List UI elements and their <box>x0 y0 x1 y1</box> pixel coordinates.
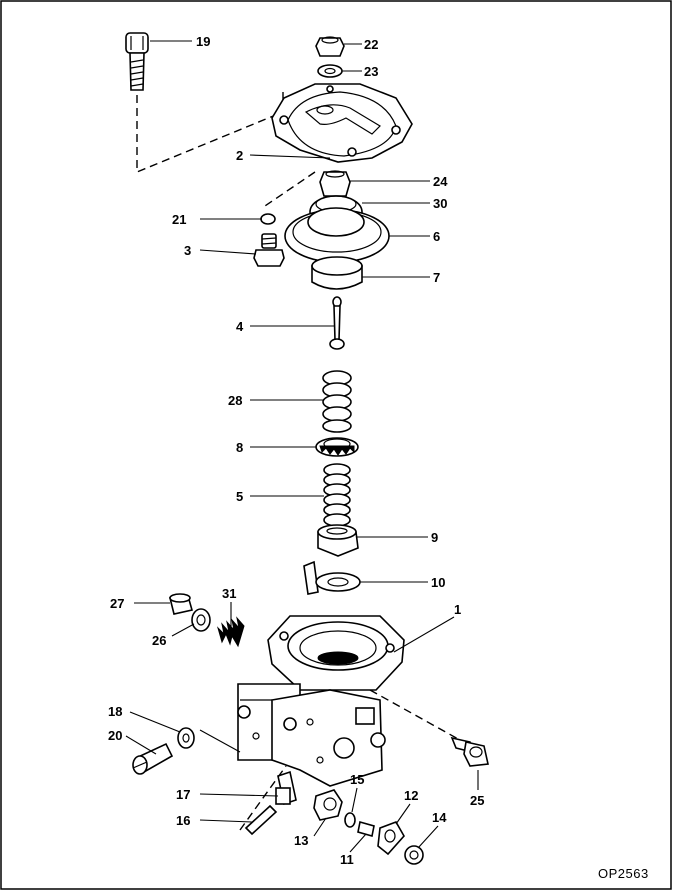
part-4-pin <box>329 296 345 350</box>
callout-11: 11 <box>340 852 354 867</box>
callout-19: 19 <box>196 34 210 49</box>
callout-23: 23 <box>364 64 378 79</box>
callout-5: 5 <box>236 489 243 504</box>
dash-line-16 <box>239 765 287 831</box>
part-2-cover <box>271 83 413 163</box>
callout-18: 18 <box>108 704 122 719</box>
part-17-bracket <box>275 770 297 806</box>
part-22-nut <box>315 36 345 57</box>
callout-20: 20 <box>108 728 122 743</box>
part-1-body <box>237 615 405 787</box>
part-21-o-ring <box>260 213 276 225</box>
part-19-bolt <box>125 32 149 91</box>
callout-3: 3 <box>184 243 191 258</box>
part-26-washer <box>191 608 211 632</box>
part-12-cap <box>377 821 405 856</box>
drawing-code: OP2563 <box>598 866 649 881</box>
callout-4: 4 <box>236 319 244 334</box>
part-27-plug <box>169 593 194 615</box>
part-7-piston <box>311 256 363 290</box>
callout-24: 24 <box>433 174 448 189</box>
callout-16: 16 <box>176 813 190 828</box>
callout-15: 15 <box>350 772 364 787</box>
callout-8: 8 <box>236 440 243 455</box>
leader-lines <box>125 40 479 853</box>
callout-6: 6 <box>433 229 440 244</box>
callout-25: 25 <box>470 793 484 808</box>
part-9-nut <box>317 524 359 557</box>
dash-line-19 <box>136 92 284 174</box>
callout-9: 9 <box>431 530 438 545</box>
part-31-spring <box>216 616 245 648</box>
callout-21: 21 <box>172 212 186 227</box>
part-11-pin <box>357 820 375 838</box>
callout-10: 10 <box>431 575 445 590</box>
callout-30: 30 <box>433 196 447 211</box>
part-20-screw <box>132 742 174 775</box>
callout-13: 13 <box>294 833 308 848</box>
dash-line-18 <box>199 729 241 753</box>
callout-7: 7 <box>433 270 440 285</box>
part-13-nut <box>313 789 343 821</box>
callout-17: 17 <box>176 787 190 802</box>
part-6-diaphragm <box>284 207 390 263</box>
part-24-nut <box>319 170 351 197</box>
callout-22: 22 <box>364 37 378 52</box>
callout-28: 28 <box>228 393 242 408</box>
callout-2: 2 <box>236 148 243 163</box>
part-14-washer <box>404 845 424 865</box>
frame-border <box>0 0 672 890</box>
part-10-plate <box>303 560 361 595</box>
callout-12: 12 <box>404 788 418 803</box>
callout-labels: 19 22 23 2 24 30 21 6 3 7 4 28 8 5 9 10 … <box>108 34 484 867</box>
part-3-plug <box>253 233 285 267</box>
part-28-spring <box>322 370 352 433</box>
callout-1: 1 <box>454 602 461 617</box>
callout-14: 14 <box>432 810 447 825</box>
part-15-ring <box>344 812 356 828</box>
part-16-pin <box>244 804 278 836</box>
dash-line-25 <box>369 689 461 741</box>
part-8-seat <box>315 437 359 457</box>
part-23-washer <box>317 64 343 78</box>
callout-26: 26 <box>152 633 166 648</box>
part-25-bolt <box>450 736 489 767</box>
part-18-washer <box>177 727 195 749</box>
part-5-spring <box>323 463 351 527</box>
dash-line-21 <box>261 171 316 209</box>
callout-31: 31 <box>222 586 236 601</box>
callout-27: 27 <box>110 596 124 611</box>
